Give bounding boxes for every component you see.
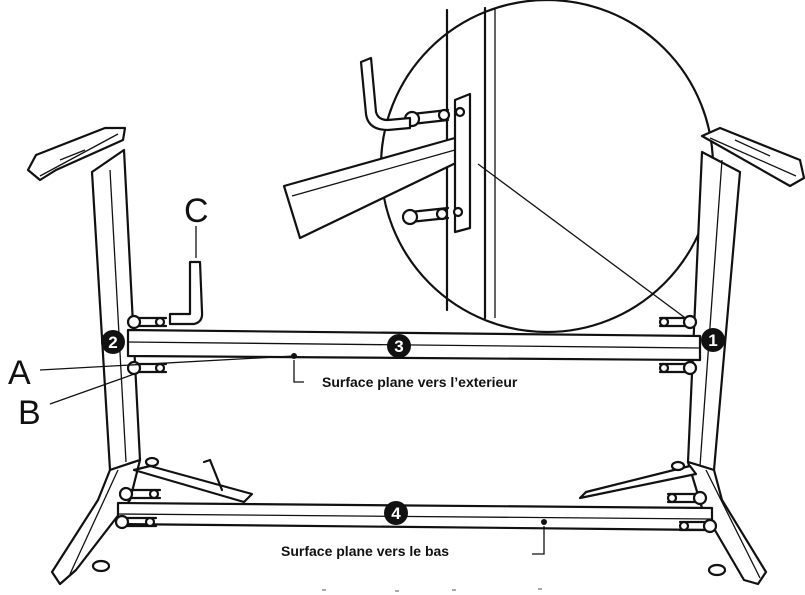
- left-leg: [26, 126, 142, 586]
- svg-text:3: 3: [394, 337, 403, 356]
- left-diagonal-bracket: [132, 456, 254, 504]
- bolt-mid-right: [658, 360, 698, 376]
- label-b-leader: [49, 371, 141, 405]
- upper-bar-note: Surface plane vers l’exterieur: [322, 374, 518, 390]
- magnified-bolt-top: [403, 106, 466, 128]
- svg-text:2: 2: [108, 333, 117, 352]
- magnified-bolt-bottom: [401, 206, 464, 226]
- bolt-lower-right-1: [666, 490, 708, 506]
- allen-key: [168, 260, 204, 326]
- detail-magnifier: [282, 0, 715, 334]
- upper-note-leader: [293, 360, 304, 383]
- bottom-edge-marks: [322, 588, 542, 592]
- magnified-allen-key: [359, 56, 412, 132]
- badge-2: 2: [101, 330, 125, 354]
- label-a: A: [8, 354, 31, 392]
- svg-text:1: 1: [708, 331, 717, 350]
- right-leg: [686, 126, 805, 586]
- bolt-lower-left-1: [118, 486, 162, 502]
- lower-note-leader: [532, 526, 545, 555]
- badge-3: 3: [387, 334, 411, 358]
- upper-crossbar: [126, 328, 702, 362]
- label-c: C: [184, 192, 209, 230]
- magnifier-pointer: [477, 163, 689, 321]
- badge-1: 1: [701, 328, 725, 352]
- bolt-upper-left: [126, 314, 168, 330]
- right-diagonal-bracket: [578, 460, 698, 500]
- bolt-upper-right: [658, 314, 698, 330]
- svg-text:4: 4: [391, 504, 401, 523]
- bolt-lower-left-2: [114, 514, 158, 530]
- badge-4: 4: [384, 501, 408, 525]
- lower-bar-note: Surface plane vers le bas: [281, 543, 449, 559]
- label-a-leader: [39, 355, 295, 371]
- bolt-lower-right-2: [678, 518, 718, 534]
- label-b: B: [18, 394, 41, 432]
- lower-crossbar: [116, 501, 714, 532]
